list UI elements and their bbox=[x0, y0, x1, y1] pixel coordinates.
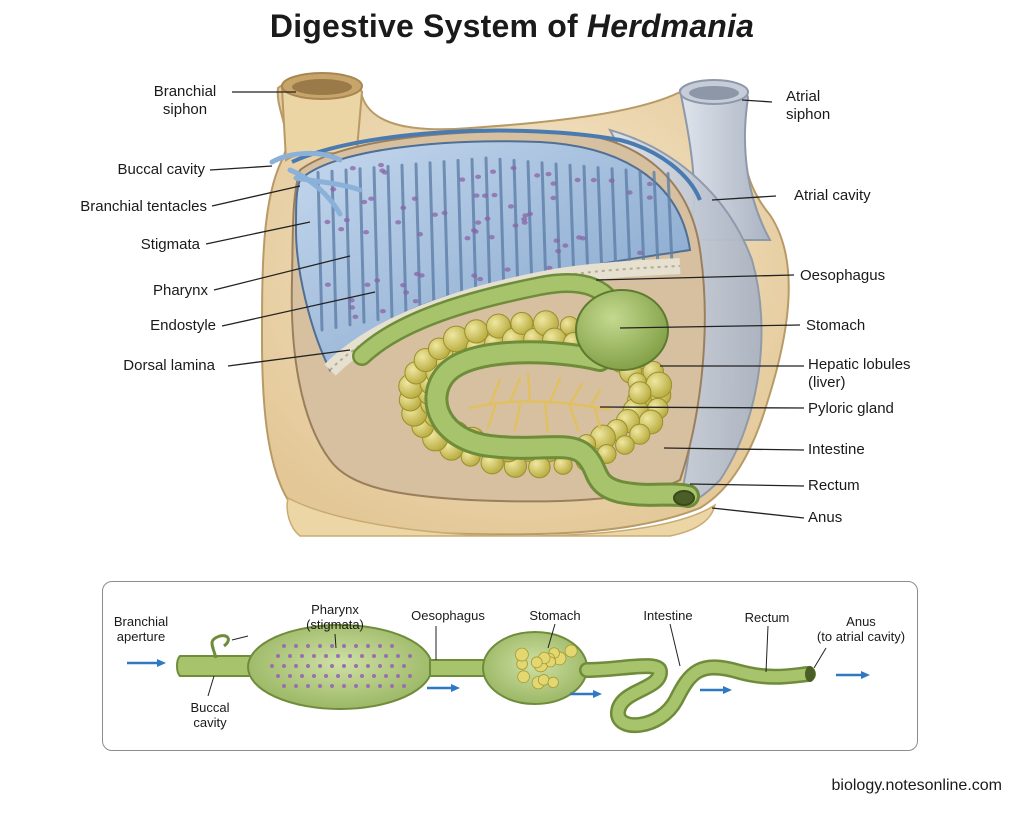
flow-label-branchial-aperture: Branchial aperture bbox=[113, 614, 169, 644]
label-stomach: Stomach bbox=[806, 317, 866, 334]
label-rectum: Rectum bbox=[808, 477, 860, 494]
flow-label-anus: Anus (to atrial cavity) bbox=[816, 614, 906, 644]
branchial-tentacles-drawing bbox=[269, 150, 363, 217]
label-endostyle: Endostyle bbox=[150, 317, 216, 334]
flow-arrows bbox=[127, 659, 870, 698]
genus-name: Herdmania bbox=[586, 8, 755, 44]
anus-opening bbox=[673, 490, 695, 506]
stomach-drawing bbox=[575, 289, 669, 371]
label-intestine: Intestine bbox=[808, 441, 865, 458]
label-anus: Anus bbox=[808, 509, 843, 526]
flow-label-buccal-cavity: Buccal cavity bbox=[190, 700, 230, 730]
pyloric-gland-drawing bbox=[468, 372, 612, 434]
label-atrial-siphon: Atrial siphon bbox=[786, 88, 831, 123]
source-credit: biology.notesonline.com bbox=[831, 777, 1002, 794]
label-branchial-tentacles: Branchial tentacles bbox=[80, 198, 207, 215]
label-pyloric-gland: Pyloric gland bbox=[808, 400, 894, 417]
label-hepatic-lobules: Hepatic lobules (liver) bbox=[808, 356, 911, 391]
flow-diagram-box bbox=[102, 581, 918, 751]
label-buccal-cavity: Buccal cavity bbox=[117, 161, 205, 178]
flow-label-rectum: Rectum bbox=[744, 610, 790, 625]
flow-label-oesophagus: Oesophagus bbox=[411, 608, 485, 623]
label-atrial-cavity: Atrial cavity bbox=[794, 187, 871, 204]
flow-label-stomach: Stomach bbox=[529, 608, 581, 623]
flow-label-pharynx: Pharynx (stigmata) bbox=[306, 602, 364, 632]
tunic-base bbox=[286, 496, 717, 537]
label-dorsal-lamina: Dorsal lamina bbox=[123, 357, 215, 374]
label-pharynx: Pharynx bbox=[152, 282, 208, 299]
label-branchial-siphon: Branchial siphon bbox=[153, 83, 217, 118]
label-stigmata: Stigmata bbox=[140, 236, 200, 253]
page-title: Digestive System of Herdmania bbox=[269, 8, 755, 44]
stigmata-rows bbox=[316, 156, 674, 332]
flow-label-intestine: Intestine bbox=[643, 608, 693, 623]
label-oesophagus: Oesophagus bbox=[800, 267, 886, 284]
flow-diagram-drawing bbox=[127, 623, 870, 734]
